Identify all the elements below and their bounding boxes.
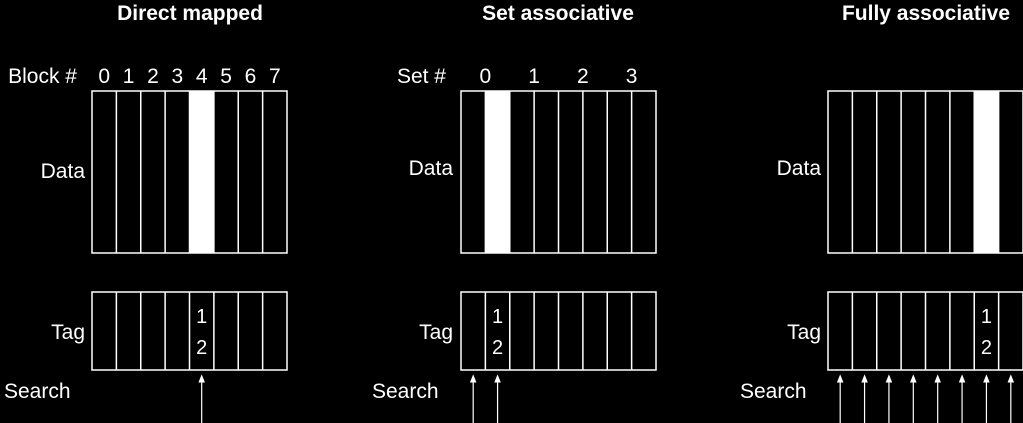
data-array [827, 90, 1023, 254]
tag-array: 12 [91, 291, 288, 371]
tag-digit: 1 [492, 306, 503, 328]
index-label: 3 [626, 65, 638, 88]
search-arrows [469, 374, 501, 423]
tag-array: 12 [827, 291, 1023, 371]
panel-title: Set associative [482, 2, 634, 25]
tag-label: Tag [787, 321, 821, 344]
index-label: 1 [528, 65, 540, 88]
tag-label: Tag [419, 321, 453, 344]
highlighted-block [974, 91, 999, 253]
highlighted-block [189, 91, 214, 253]
data-label: Data [409, 157, 454, 180]
search-arrows [836, 374, 1015, 423]
tag-array: 12 [460, 291, 657, 371]
search-label: Search [740, 380, 807, 403]
panel-title: Direct mapped [117, 2, 263, 25]
search-label: Search [4, 380, 71, 403]
index-label: 6 [245, 65, 257, 88]
tag-digit: 2 [196, 337, 207, 359]
data-array [460, 90, 657, 254]
block-number-label: Block # [8, 65, 77, 88]
tag-digit: 1 [981, 306, 992, 328]
tag-digit: 1 [196, 306, 207, 328]
set-index-labels: 0 1 2 3 [480, 65, 638, 88]
index-label: 5 [220, 65, 232, 88]
fully-associative-panel: Fully associative Data Tag 12 Search [740, 2, 1023, 423]
index-label: 3 [171, 65, 183, 88]
tag-digit: 2 [492, 337, 503, 359]
search-label: Search [372, 380, 439, 403]
highlighted-block [485, 91, 510, 253]
data-label: Data [777, 157, 822, 180]
data-label: Data [41, 160, 86, 183]
index-label: 0 [98, 65, 110, 88]
index-label: 4 [196, 65, 208, 88]
set-number-label: Set # [397, 65, 446, 88]
index-label: 1 [123, 65, 135, 88]
index-label: 2 [147, 65, 159, 88]
index-label: 2 [577, 65, 589, 88]
data-array [91, 90, 288, 254]
panel-title: Fully associative [842, 2, 1010, 25]
tag-digit: 2 [981, 337, 992, 359]
tag-label: Tag [51, 321, 85, 344]
index-label: 7 [269, 65, 281, 88]
index-label: 0 [480, 65, 492, 88]
